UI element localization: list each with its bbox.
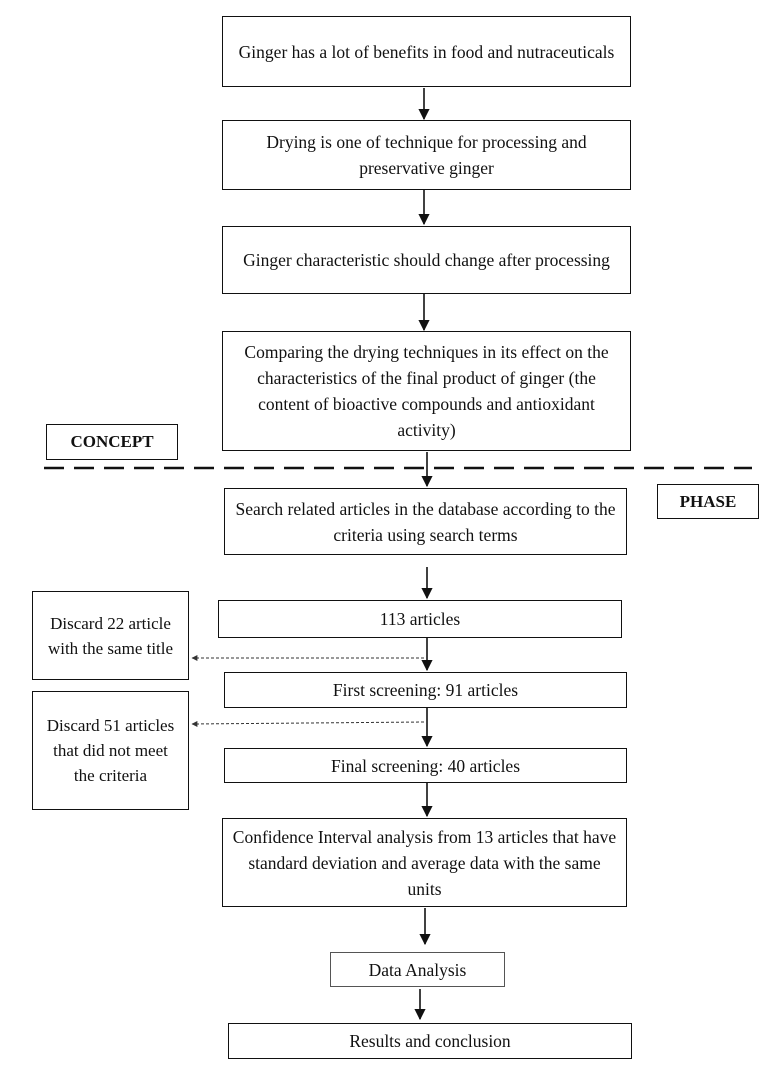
phase-label: PHASE	[657, 484, 759, 519]
discard-arrow-2	[191, 720, 425, 727]
discard-criteria: Discard 51 articles that did not meet th…	[32, 691, 189, 810]
step-search-articles: Search related articles in the database …	[224, 488, 627, 555]
step-first-screening: First screening: 91 articles	[224, 672, 627, 708]
discard-same-title: Discard 22 article with the same title	[32, 591, 189, 680]
step-final-screening: Final screening: 40 articles	[224, 748, 627, 783]
step-data-analysis: Data Analysis	[330, 952, 505, 987]
step-characteristic-change: Ginger characteristic should change afte…	[222, 226, 631, 294]
step-113-articles: 113 articles	[218, 600, 622, 638]
step-drying-technique: Drying is one of technique for processin…	[222, 120, 631, 190]
concept-label: CONCEPT	[46, 424, 178, 460]
step-comparing-techniques: Comparing the drying techniques in its e…	[222, 331, 631, 451]
step-confidence-interval: Confidence Interval analysis from 13 art…	[222, 818, 627, 907]
step-results-conclusion: Results and conclusion	[228, 1023, 632, 1059]
step-benefits: Ginger has a lot of benefits in food and…	[222, 16, 631, 87]
